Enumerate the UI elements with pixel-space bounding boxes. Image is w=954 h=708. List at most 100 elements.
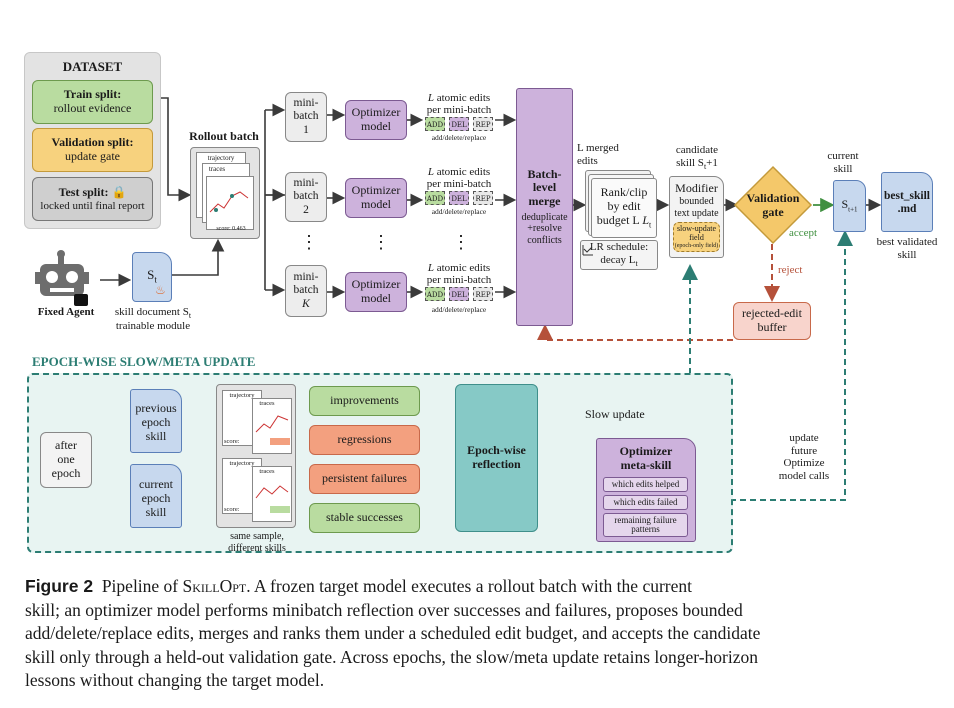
current-skill-doc [833,180,866,232]
edits-block-1: L atomic edits per mini-batch ADD DEL RE… [423,92,495,150]
sample-plot-bot [255,485,289,499]
best-skill-filename: best_skill.md [883,190,930,216]
current-epoch-skill-doc [130,464,182,528]
modifier-title: Modifier [675,181,718,195]
sample-plot-top [255,415,289,433]
chart-icon [582,245,593,256]
sample-caption: same sample,different skills [228,531,286,554]
previous-epoch-skill-doc [130,389,182,453]
edits-block-2: L atomic edits per mini-batch ADD DEL RE… [423,166,495,224]
ellipsis-edits: ⋮ [452,232,470,252]
modifier-text-update: text update [674,208,719,219]
add-chip: ADD [425,191,445,205]
edits-per-minibatch: per mini-batch [426,178,492,190]
train-split-sub: rollout evidence [53,101,132,115]
ellipsis-minibatch: ⋮ [300,232,318,252]
dataset-title: DATASET [62,59,123,74]
edits-per-minibatch: per mini-batch [426,104,492,116]
rep-chip: REP [473,117,493,131]
del-chip: DEL [449,287,469,301]
score-chip-bot [270,506,290,513]
regressions-box: regressions [309,425,420,455]
optimizer-model-2: Optimizer model [345,178,407,218]
sample-trajectory-bot: trajectory [229,460,255,467]
modifier-bounded: bounded [679,196,714,207]
test-split-sub: locked until final report [40,199,145,212]
edits-block-k: L atomic edits per mini-batch ADD DEL RE… [423,262,495,322]
robot-icon [35,250,89,306]
ellipsis-optimizer: ⋮ [372,232,390,252]
caption-line-2: skill; an optimizer model performs minib… [25,599,743,620]
train-split-box: Train split: rollout evidence [32,80,153,124]
optimizer-model-1: Optimizer model [345,100,407,140]
train-split-title: Train split: [63,87,122,102]
edits-sub: add/delete/replace [431,207,487,216]
sample-score-bot: score: [224,506,240,513]
accept-label: accept [789,227,818,239]
add-chip: ADD [425,287,445,301]
caption-text-b: . A frozen target model executes a rollo… [246,576,692,596]
edits-title: L atomic edits [427,166,491,178]
edits-per-minibatch: per mini-batch [426,274,492,286]
rollout-trajectory-label: trajectory [207,154,235,162]
rollout-title: Rollout batch [189,129,259,143]
validation-split-sub: update gate [65,149,120,163]
caption-line-3: add/delete/replace edits, merges and ran… [25,623,761,643]
fixed-agent-label: Fixed Agent [37,306,95,318]
optimizer-model-k: Optimizer model [345,272,407,312]
sample-traces-top: traces [259,400,275,407]
persistent-failures-box: persistent failures [309,464,420,494]
reject-label: reject [778,264,803,276]
skill-document-caption: skill document St trainable module [114,306,192,333]
candidate-label: candidate skill St+1 [675,144,719,171]
validation-split-box: Validation split: update gate [32,128,153,172]
rep-chip: REP [473,287,493,301]
skill-document-icon [132,252,172,302]
skill-document-symbol: St [147,267,157,285]
caption-text-a: Pipeline of [101,576,183,596]
figure-caption: Figure 2 Pipeline of SkillOpt. A frozen … [25,575,945,693]
caption-line-4: skill only through a held-out validation… [25,646,759,667]
rollout-trace-plot [209,191,249,213]
stable-successes-box: stable successes [309,503,420,533]
rollout-card-front [206,176,254,230]
current-skill-symbol: St+1 [841,197,858,214]
meta-item-helped: which edits helped [603,477,688,492]
meta-item-failed: which edits failed [603,495,688,510]
score-chip-top [270,438,290,445]
lock-icon: 🔒 [111,184,127,199]
rollout-score: score: 0.463 [216,226,246,232]
slow-update-label: Slow update [585,407,645,421]
add-chip: ADD [425,117,445,131]
caption-line-5: lessons without changing the target mode… [25,670,325,690]
sample-traces-bot: traces [259,468,275,475]
best-skill-doc [881,172,933,232]
edits-title: L atomic edits [427,92,491,104]
figure-label: Figure 2 [25,576,94,596]
del-chip: DEL [449,191,469,205]
sample-score-top: score: [224,438,240,445]
improvements-box: improvements [309,386,420,416]
rep-chip: REP [473,191,493,205]
edits-title: L atomic edits [427,262,491,274]
edits-sub: add/delete/replace [431,133,487,142]
caption-method-name: SkillOpt [182,576,247,596]
